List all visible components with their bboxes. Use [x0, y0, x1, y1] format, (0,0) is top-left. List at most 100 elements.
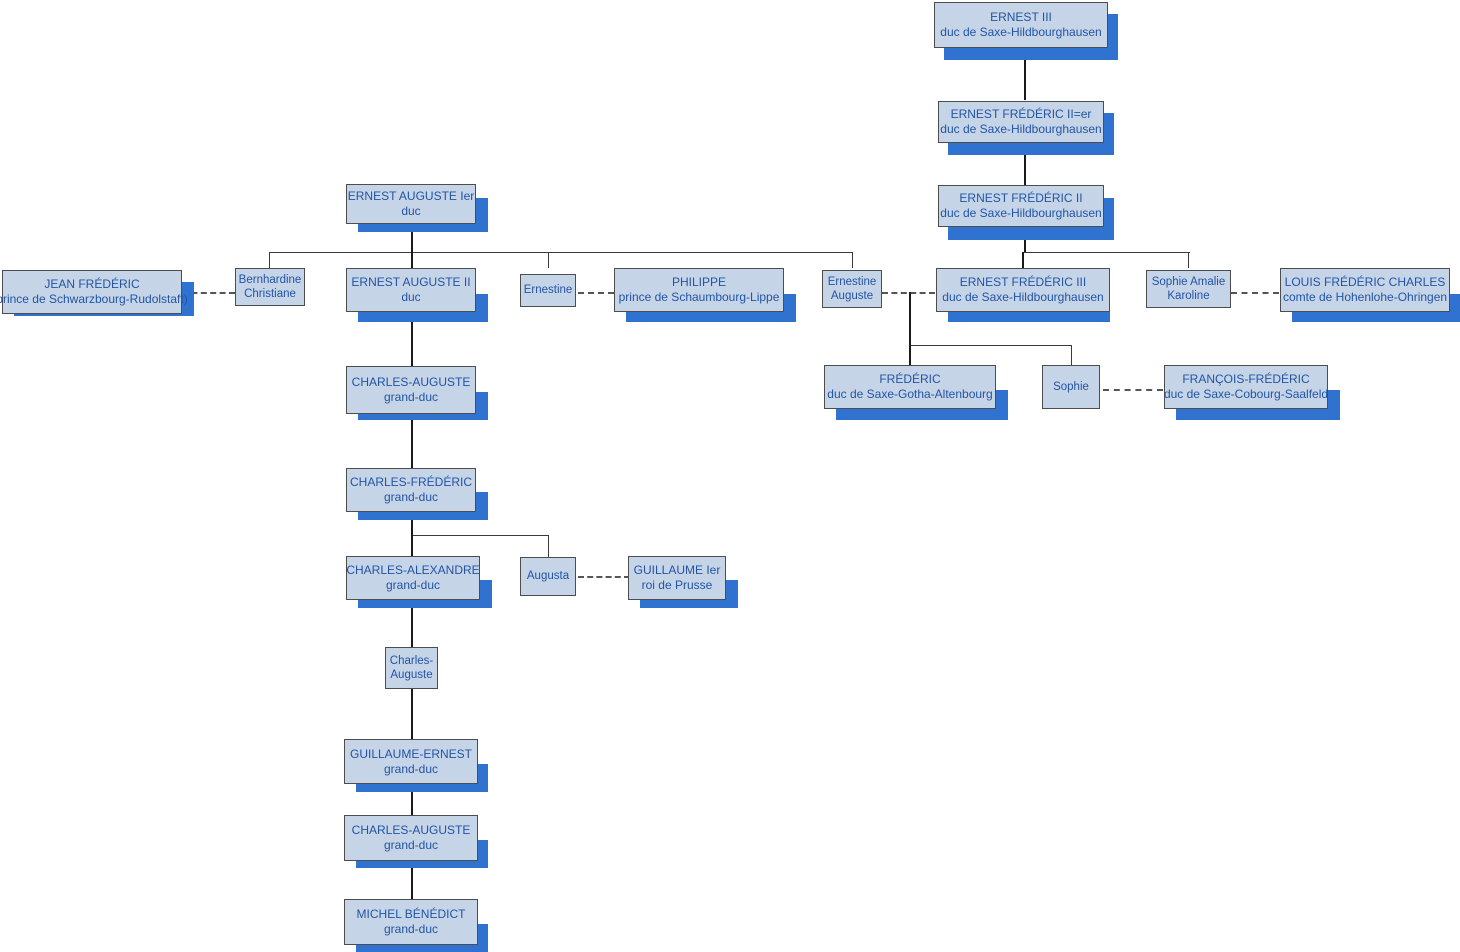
- node-guillaume1-line2: roi de Prusse: [641, 578, 713, 592]
- node-philippe[interactable]: PHILIPPE prince de Schaumbourg-Lippe: [614, 268, 784, 312]
- node-bernhardine-christiane[interactable]: Bernhardine Christiane: [235, 268, 305, 306]
- node-augusta[interactable]: Augusta: [520, 557, 576, 596]
- connector-ernestauguste2-to-charlesauguste1: [411, 316, 413, 366]
- node-frederic[interactable]: FRÉDÉRIC duc de Saxe-Gotha-Altenbourg: [824, 365, 996, 409]
- node-charles-auguste-small[interactable]: Charles- Auguste: [385, 647, 438, 689]
- connector-ernestfred2er-to-ernestfred2: [1024, 143, 1026, 185]
- node-sophie-line1: Sophie: [1053, 380, 1089, 393]
- node-charlesauguste-small-line2: Auguste: [390, 669, 433, 681]
- connector-guillaumeernest-to-charlesauguste2: [411, 784, 413, 815]
- connector-charlesfred-children-bar: [411, 535, 549, 536]
- node-jeanfrederic[interactable]: JEAN FRÉDÉRIC prince de Schwarzbourg-Rud…: [0, 270, 188, 314]
- node-philippe-line1: PHILIPPE: [671, 275, 727, 290]
- connector-charlesfred-down: [411, 512, 413, 535]
- node-sophie[interactable]: Sophie: [1042, 365, 1100, 409]
- node-augusta-line1: Augusta: [526, 570, 570, 583]
- node-ernestfrederic2er-line1: ERNEST FRÉDÉRIC II=er: [950, 107, 1092, 122]
- connector-to-augusta: [548, 535, 549, 557]
- node-ernestine-line1: Ernestine: [523, 284, 573, 297]
- node-charlesauguste2-line2: grand-duc: [383, 838, 439, 852]
- node-charlesauguste2-line1: CHARLES-AUGUSTE: [351, 823, 471, 838]
- node-jeanfrederic-line1: JEAN FRÉDÉRIC: [44, 277, 140, 292]
- node-sophie-amalie-line1: Sophie Amalie: [1151, 275, 1226, 288]
- node-ernestfrederic2-line2: duc de Saxe-Hildbourghausen: [940, 206, 1102, 220]
- node-ernestfrederic2-line1: ERNEST FRÉDÉRIC II: [959, 191, 1083, 206]
- node-ernestauguste1-line2: duc: [401, 204, 421, 218]
- connector-ernestauguste1-down: [411, 224, 413, 253]
- node-louisfrederic-charles[interactable]: LOUIS FRÉDÉRIC CHARLES comte de Hohenloh…: [1280, 268, 1450, 312]
- node-ernestine-auguste-line1: Ernestine: [827, 275, 877, 288]
- node-guillaumeernest-line1: GUILLAUME-ERNEST: [349, 746, 473, 761]
- node-sophie-amalie-line2: Karoline: [1167, 290, 1210, 302]
- node-philippe-line2: prince de Schaumbourg-Lippe: [618, 290, 780, 304]
- node-ernestfrederic2er[interactable]: ERNEST FRÉDÉRIC II=er duc de Saxe-Hildbo…: [938, 101, 1104, 143]
- connector-ernestauguste1-children-bar: [269, 252, 853, 253]
- marriage-ernestineauguste-ernestfred3: [882, 292, 935, 294]
- node-ernestfrederic2er-line2: duc de Saxe-Hildbourghausen: [940, 122, 1102, 136]
- node-ernestauguste2-line1: ERNEST AUGUSTE II: [351, 275, 471, 290]
- connector-to-sophie: [1071, 345, 1072, 365]
- node-francois-frederic[interactable]: FRANÇOIS-FRÉDÉRIC duc de Saxe-Cobourg-Sa…: [1164, 365, 1328, 409]
- node-ernestine[interactable]: Ernestine: [520, 274, 576, 307]
- node-charles-alexandre[interactable]: CHARLES-ALEXANDRE grand-duc: [346, 556, 480, 600]
- connector-ernestfred3-down: [909, 292, 911, 345]
- marriage-sophieamalie-louisfrederic: [1231, 292, 1279, 294]
- node-ernestauguste2[interactable]: ERNEST AUGUSTE II duc: [346, 268, 476, 312]
- marriage-ernestine-philippe: [578, 292, 614, 294]
- node-charles-frederic[interactable]: CHARLES-FRÉDÉRIC grand-duc: [346, 468, 476, 512]
- node-charlesalexandre-line1: CHARLES-ALEXANDRE: [346, 563, 480, 578]
- connector-ernestfred3-children-bar: [909, 345, 1072, 346]
- node-bernhardine-line2: Christiane: [244, 288, 296, 300]
- connector-to-ernestine: [548, 252, 549, 268]
- node-charlesauguste-granduc-2[interactable]: CHARLES-AUGUSTE grand-duc: [344, 815, 478, 861]
- connector-to-charlesalexandre: [411, 535, 413, 557]
- node-ernest3[interactable]: ERNEST III duc de Saxe-Hildbourghausen: [934, 2, 1108, 48]
- node-charlesauguste1-line1: CHARLES-AUGUSTE: [351, 375, 471, 390]
- node-frederic-line2: duc de Saxe-Gotha-Altenbourg: [827, 387, 993, 401]
- node-guillaumeernest-line2: grand-duc: [383, 761, 439, 776]
- node-ernest3-line1: ERNEST III: [990, 10, 1052, 25]
- marriage-jeanfrederic-bernhardine: [182, 292, 235, 294]
- node-guillaume-ernest[interactable]: GUILLAUME-ERNEST grand-duc: [344, 739, 478, 784]
- connector-ernestfred2-children-bar: [1022, 252, 1190, 253]
- connector-charlesauguste2-to-michelbenedict: [411, 861, 413, 899]
- node-jeanfrederic-line2: prince de Schwarzbourg-Rudolstaft): [0, 292, 188, 306]
- node-sophie-amalie-karoline[interactable]: Sophie Amalie Karoline: [1146, 270, 1231, 308]
- node-ernestauguste2-line2: duc: [401, 290, 421, 304]
- connector-to-frederic: [909, 345, 911, 365]
- connector-to-ernestfred3: [1022, 252, 1024, 268]
- node-michel-benedict[interactable]: MICHEL BÉNÉDICT grand-duc: [344, 899, 478, 945]
- node-ernestfrederic3-line1: ERNEST FRÉDÉRIC III: [959, 275, 1087, 290]
- node-guillaume1-line1: GUILLAUME Ier: [633, 563, 721, 578]
- connector-to-ernestauguste2: [411, 252, 413, 268]
- marriage-augusta-guillaume1: [578, 576, 630, 578]
- node-michelbenedict-line2: grand-duc: [383, 922, 439, 936]
- connector-charlesauguste1-to-charlesfred: [411, 414, 413, 468]
- node-ernestauguste1[interactable]: ERNEST AUGUSTE Ier duc: [346, 184, 476, 224]
- node-charlesauguste-small-line1: Charles-: [389, 654, 434, 667]
- node-frederic-line1: FRÉDÉRIC: [879, 372, 941, 387]
- connector-to-bernhardine: [269, 252, 270, 268]
- connector-ernest3-to-ernestfred2er: [1024, 48, 1026, 100]
- node-ernestfrederic2[interactable]: ERNEST FRÉDÉRIC II duc de Saxe-Hildbourg…: [938, 185, 1104, 227]
- node-ernestfrederic3[interactable]: ERNEST FRÉDÉRIC III duc de Saxe-Hildbour…: [936, 268, 1110, 312]
- connector-ernestfred2-down: [1024, 227, 1026, 253]
- node-ernestfrederic3-line2: duc de Saxe-Hildbourghausen: [942, 290, 1104, 304]
- node-louisfrederic-line2: comte de Hohenlohe-Ohringen: [1282, 290, 1448, 304]
- node-bernhardine-line1: Bernhardine: [238, 273, 302, 286]
- connector-charlesauguste-sm-to-guillaumeernest: [411, 689, 413, 739]
- node-louisfrederic-line1: LOUIS FRÉDÉRIC CHARLES: [1284, 275, 1446, 290]
- marriage-sophie-francoisfrederic: [1103, 389, 1163, 391]
- connector-charlesalexandre-to-charlesauguste-sm: [411, 599, 413, 647]
- node-guillaume1[interactable]: GUILLAUME Ier roi de Prusse: [628, 556, 726, 600]
- node-charlesfrederic-line1: CHARLES-FRÉDÉRIC: [350, 475, 473, 490]
- node-charlesauguste-granduc-1[interactable]: CHARLES-AUGUSTE grand-duc: [346, 366, 476, 414]
- node-ernest3-line2: duc de Saxe-Hildbourghausen: [940, 25, 1102, 39]
- node-francoisfrederic-line1: FRANÇOIS-FRÉDÉRIC: [1182, 372, 1310, 387]
- node-charlesalexandre-line2: grand-duc: [385, 578, 441, 592]
- node-charlesauguste1-line2: grand-duc: [383, 390, 439, 404]
- node-ernestine-auguste[interactable]: Ernestine Auguste: [822, 270, 882, 308]
- node-ernestine-auguste-line2: Auguste: [830, 290, 874, 302]
- node-ernestauguste1-line1: ERNEST AUGUSTE Ier: [347, 189, 475, 204]
